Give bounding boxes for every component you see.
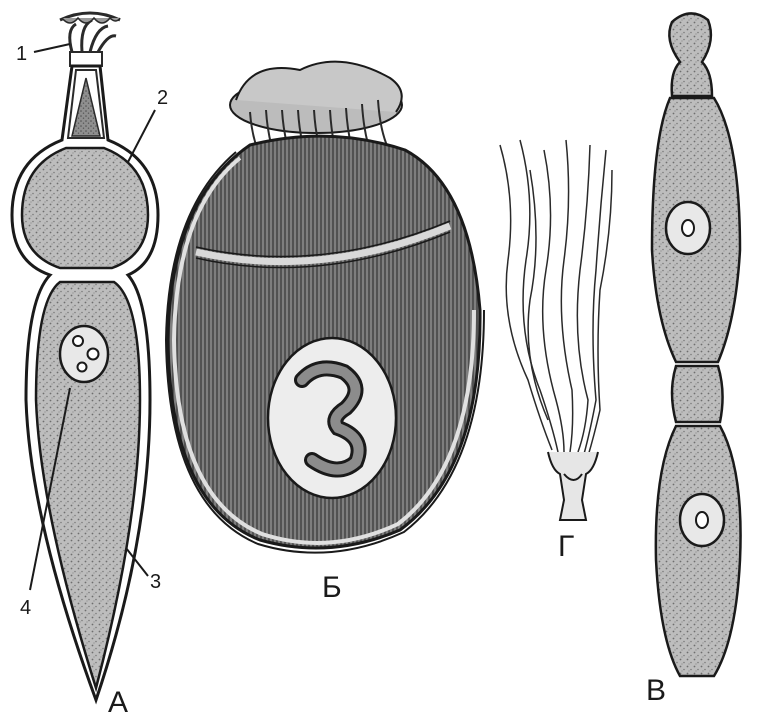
panel-label-g: Г xyxy=(558,530,574,563)
cell-v-middle xyxy=(672,366,723,422)
epimerite xyxy=(60,13,120,66)
callout-4: 4 xyxy=(20,597,31,619)
cell-v-top xyxy=(669,13,712,96)
flagella xyxy=(500,140,612,456)
organism-g: Г xyxy=(500,140,612,563)
organism-v: В xyxy=(646,13,741,707)
inner-sporozoite xyxy=(268,338,396,498)
callout-1: 1 xyxy=(16,43,27,65)
cell-v-lower xyxy=(656,426,741,676)
organism-b: Б xyxy=(166,62,484,604)
flagella-base xyxy=(548,452,598,520)
panel-label-a: А xyxy=(108,686,128,719)
callout-2: 2 xyxy=(157,87,168,109)
panel-label-b: Б xyxy=(322,571,342,604)
nucleus-a xyxy=(60,326,108,382)
callout-3: 3 xyxy=(150,571,161,593)
protomerite xyxy=(22,148,148,268)
organism-a: 1 2 3 4 А xyxy=(12,13,168,719)
panel-label-v: В xyxy=(646,674,666,707)
